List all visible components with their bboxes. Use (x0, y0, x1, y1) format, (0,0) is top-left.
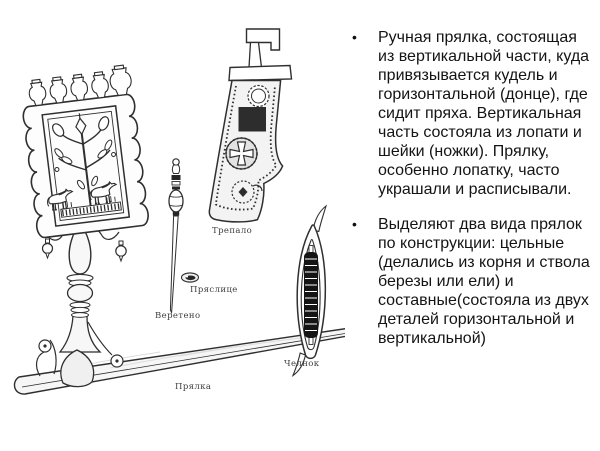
distaff-blade-drawing (22, 64, 149, 239)
whorl-drawing (180, 272, 200, 283)
spindle-drawing (168, 158, 184, 315)
caption-chelnok: Челнок (284, 359, 320, 369)
scutcher-drawing (208, 28, 293, 223)
finials-row (28, 64, 132, 107)
spinning-tools-illustration (13, 28, 345, 395)
bullet-text-1: Ручная прялка, состоящая из вертикальной… (378, 29, 590, 198)
bullet-marker: • (352, 29, 357, 45)
bullet-item-2: • Выделяют два вида прялок по конструкци… (352, 215, 598, 348)
bullet-item-1: • Ручная прялка, состоящая из вертикальн… (352, 28, 598, 199)
tree-of-life-motif (52, 113, 117, 206)
slide-text-column: • Ручная прялка, состоящая из вертикальн… (352, 28, 598, 364)
donze-board-drawing (13, 328, 345, 395)
caption-pryalka: Прялка (175, 382, 212, 392)
bullet-marker: • (352, 216, 357, 232)
shuttle-drawing (291, 204, 328, 377)
bullet-text-2: Выделяют два вида прялок по конструкции:… (378, 216, 590, 347)
caption-pryaslitse: Пряслице (190, 285, 238, 295)
distaff-stand-drawing (35, 221, 127, 388)
caption-vereteno: Веретено (155, 311, 201, 321)
caption-trepalo: Трепало (212, 226, 253, 236)
